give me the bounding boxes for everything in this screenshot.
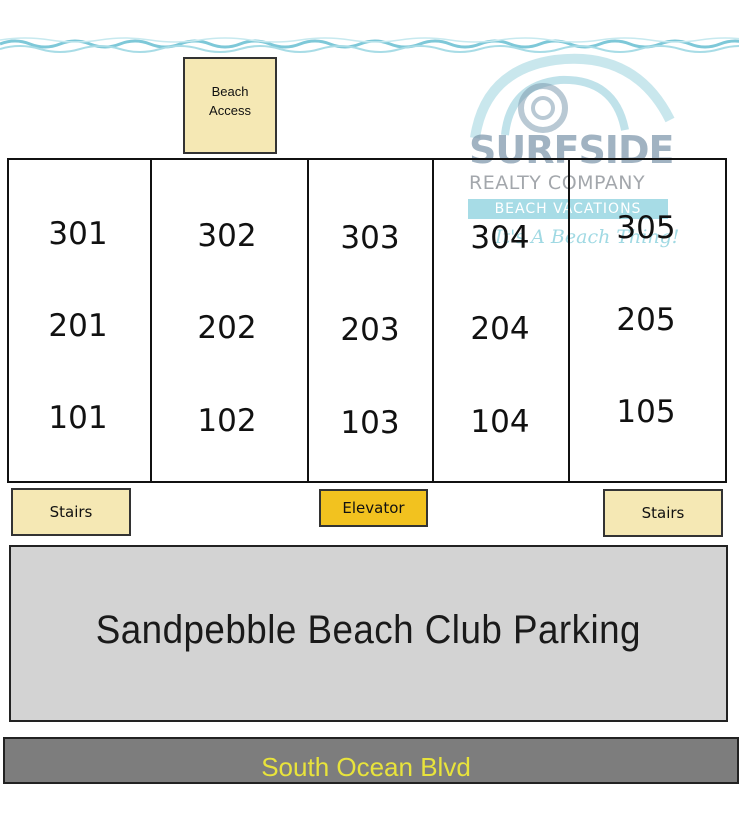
unit-201[interactable]: 201	[48, 308, 108, 344]
beach-access-box: Beach Access	[183, 57, 277, 154]
elevator-label: Elevator	[342, 499, 405, 517]
unit-203[interactable]: 203	[340, 312, 400, 348]
unit-302[interactable]: 302	[197, 218, 257, 254]
column-divider	[307, 160, 309, 481]
beach-access-label-1: Beach	[211, 83, 249, 99]
unit-204[interactable]: 204	[470, 311, 530, 347]
unit-304[interactable]: 304	[470, 220, 530, 256]
road-label: South Ocean Blvd	[261, 752, 471, 782]
stairs-left: Stairs	[11, 488, 131, 536]
stairs-right: Stairs	[603, 489, 723, 537]
unit-305[interactable]: 305	[616, 210, 676, 246]
wave-logo-icon	[470, 53, 675, 139]
unit-105[interactable]: 105	[616, 394, 676, 430]
stairs-left-label: Stairs	[49, 503, 93, 521]
logo-title: SURFSIDE	[469, 128, 674, 172]
building-outline: 301 302 303 304 305 201 202 203 204 205 …	[7, 158, 727, 483]
unit-101[interactable]: 101	[48, 400, 108, 436]
stairs-right-label: Stairs	[641, 504, 685, 522]
logo-tagline: It's A Beach Thing!	[495, 226, 680, 248]
column-divider	[568, 160, 570, 481]
beach-access-label-2: Access	[209, 102, 251, 118]
unit-301[interactable]: 301	[48, 216, 108, 252]
logo-subtitle: REALTY COMPANY	[469, 172, 646, 194]
column-divider	[432, 160, 434, 481]
unit-303[interactable]: 303	[340, 220, 400, 256]
unit-104[interactable]: 104	[470, 404, 530, 440]
road: South Ocean Blvd	[3, 737, 739, 784]
unit-102[interactable]: 102	[197, 403, 257, 439]
parking-label: Sandpebble Beach Club Parking	[95, 608, 642, 652]
elevator: Elevator	[319, 489, 428, 527]
ocean-waves	[0, 37, 739, 53]
unit-205[interactable]: 205	[616, 302, 676, 338]
unit-202[interactable]: 202	[197, 310, 257, 346]
unit-103[interactable]: 103	[340, 405, 400, 441]
column-divider	[150, 160, 152, 481]
parking-lot: Sandpebble Beach Club Parking	[9, 545, 728, 722]
